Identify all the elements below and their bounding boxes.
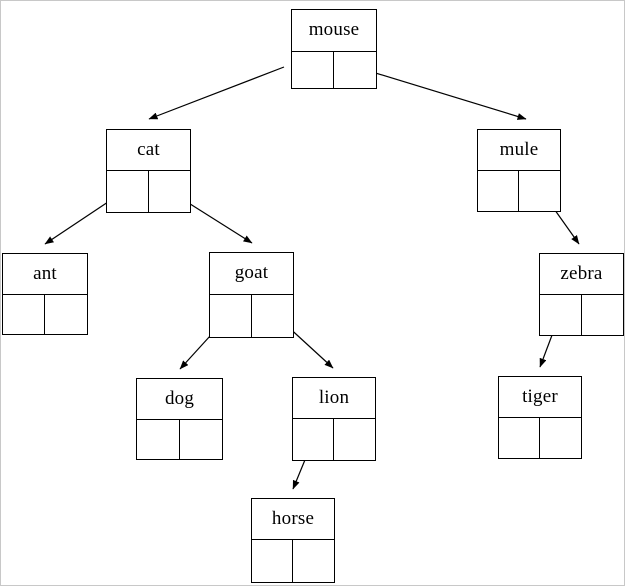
tree-node-goat[interactable]: goat (209, 252, 294, 338)
node-pointers-ant (3, 295, 87, 334)
tree-node-cat[interactable]: cat (106, 129, 191, 213)
node-label-mouse: mouse (292, 10, 376, 52)
left-pointer-cell-cat[interactable] (107, 171, 149, 212)
left-pointer-cell-lion[interactable] (293, 419, 334, 460)
node-label-cat: cat (107, 130, 190, 171)
tree-node-dog[interactable]: dog (136, 378, 223, 460)
left-pointer-cell-goat[interactable] (210, 295, 252, 337)
edge-mouse-right-to-mule (355, 66, 527, 120)
tree-node-mouse[interactable]: mouse (291, 9, 377, 89)
tree-node-zebra[interactable]: zebra (539, 253, 624, 336)
right-pointer-cell-ant[interactable] (45, 295, 87, 334)
node-pointers-lion (293, 419, 375, 460)
right-pointer-cell-goat[interactable] (251, 295, 293, 337)
node-label-zebra: zebra (540, 254, 623, 295)
right-pointer-cell-cat[interactable] (148, 171, 190, 212)
node-label-goat: goat (210, 253, 293, 295)
left-pointer-cell-mouse[interactable] (292, 52, 334, 88)
left-pointer-cell-mule[interactable] (478, 171, 519, 211)
node-pointers-tiger (499, 418, 581, 458)
node-pointers-mule (478, 171, 560, 211)
tree-node-ant[interactable]: ant (2, 253, 88, 335)
left-pointer-cell-ant[interactable] (3, 295, 45, 334)
node-label-ant: ant (3, 254, 87, 295)
right-pointer-cell-lion[interactable] (334, 419, 375, 460)
right-pointer-cell-horse[interactable] (293, 540, 334, 582)
left-pointer-cell-zebra[interactable] (540, 295, 582, 335)
right-pointer-cell-mule[interactable] (519, 171, 560, 211)
tree-node-lion[interactable]: lion (292, 377, 376, 461)
node-pointers-zebra (540, 295, 623, 335)
node-label-mule: mule (478, 130, 560, 171)
right-pointer-cell-tiger[interactable] (540, 418, 581, 458)
node-label-lion: lion (293, 378, 375, 419)
right-pointer-cell-zebra[interactable] (581, 295, 623, 335)
node-pointers-dog (137, 420, 222, 459)
tree-node-horse[interactable]: horse (251, 498, 335, 583)
left-pointer-cell-horse[interactable] (252, 540, 293, 582)
node-pointers-cat (107, 171, 190, 212)
right-pointer-cell-dog[interactable] (179, 420, 222, 459)
node-pointers-horse (252, 540, 334, 582)
edge-mouse-left-to-cat (148, 66, 285, 120)
tree-node-mule[interactable]: mule (477, 129, 561, 212)
node-label-tiger: tiger (499, 377, 581, 418)
node-pointers-mouse (292, 52, 376, 88)
node-label-horse: horse (252, 499, 334, 540)
right-pointer-cell-mouse[interactable] (334, 52, 376, 88)
node-label-dog: dog (137, 379, 222, 420)
tree-node-tiger[interactable]: tiger (498, 376, 582, 459)
left-pointer-cell-dog[interactable] (137, 420, 180, 459)
node-pointers-goat (210, 295, 293, 337)
left-pointer-cell-tiger[interactable] (499, 418, 540, 458)
